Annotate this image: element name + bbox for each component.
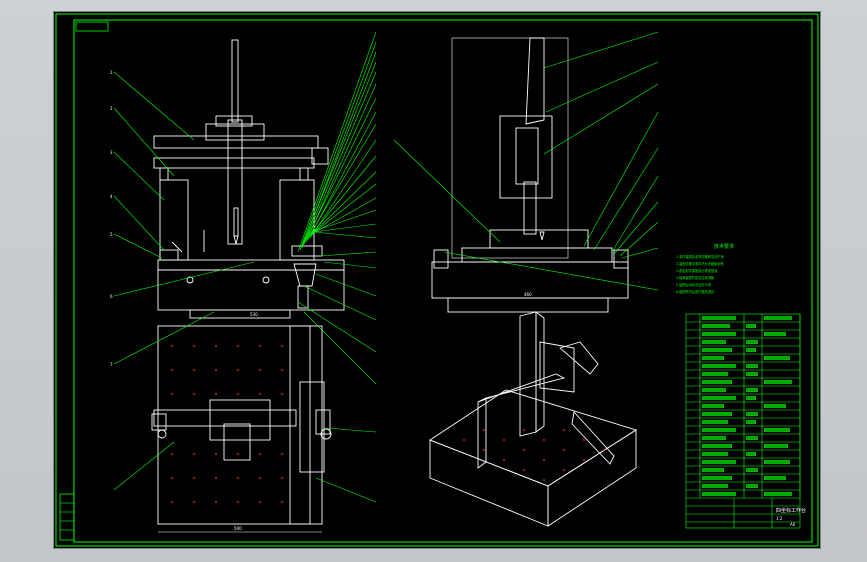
title-block-scale: 1:2 <box>776 516 783 521</box>
tech-req-title: 技术要求 <box>714 243 734 250</box>
callout: 7 <box>110 362 113 367</box>
front-view <box>153 39 345 319</box>
tech-req-line: 2.装配过程中零件不允许磕碰划伤 <box>676 261 724 266</box>
callout: 5 <box>110 232 113 237</box>
leader-lines <box>113 31 659 503</box>
callout: 6 <box>110 294 113 299</box>
callout: 1 <box>110 70 113 75</box>
isometric-view <box>429 311 638 527</box>
tech-req-line: 4.轴承装配时应加注润滑脂 <box>676 275 715 280</box>
callout: 2 <box>110 106 113 111</box>
title-block-name: 四坐标工作台 <box>776 507 806 514</box>
tech-req-line: 3.各密封件装配前必须浸透油 <box>676 268 717 273</box>
top-left-label-box <box>75 21 109 32</box>
tech-req-line: 6.装配完毕后进行整机调试 <box>676 289 715 294</box>
plan-view <box>151 325 332 533</box>
tech-req-line: 5.装配后运动灵活无卡滞 <box>676 282 712 287</box>
dim-plan-width: 500 <box>234 526 242 531</box>
drawing-sheet: 技术要求 1.零件装配前必须清理和清洗干净 2.装配过程中零件不允许磕碰划伤 3… <box>54 12 820 548</box>
left-stamp <box>59 493 75 541</box>
parts-list-text <box>702 316 792 496</box>
callout: 4 <box>110 194 113 199</box>
dim-side-width: 460 <box>524 292 532 297</box>
side-view <box>431 37 629 313</box>
inner-border <box>73 19 813 543</box>
plan-holes <box>171 345 283 503</box>
tech-requirements: 技术要求 1.零件装配前必须清理和清洗干净 2.装配过程中零件不允许磕碰划伤 3… <box>676 243 734 294</box>
iso-holes <box>463 429 605 481</box>
dim-front-width: 530 <box>250 312 258 317</box>
assembly-drawing: 技术要求 1.零件装配前必须清理和清洗干净 2.装配过程中零件不允许磕碰划伤 3… <box>55 13 819 547</box>
parts-list-table <box>685 313 801 529</box>
callout: 3 <box>110 150 113 155</box>
title-block-sheet: A0 <box>790 522 796 527</box>
tech-req-line: 1.零件装配前必须清理和清洗干净 <box>676 254 724 259</box>
outer-border <box>55 13 819 547</box>
